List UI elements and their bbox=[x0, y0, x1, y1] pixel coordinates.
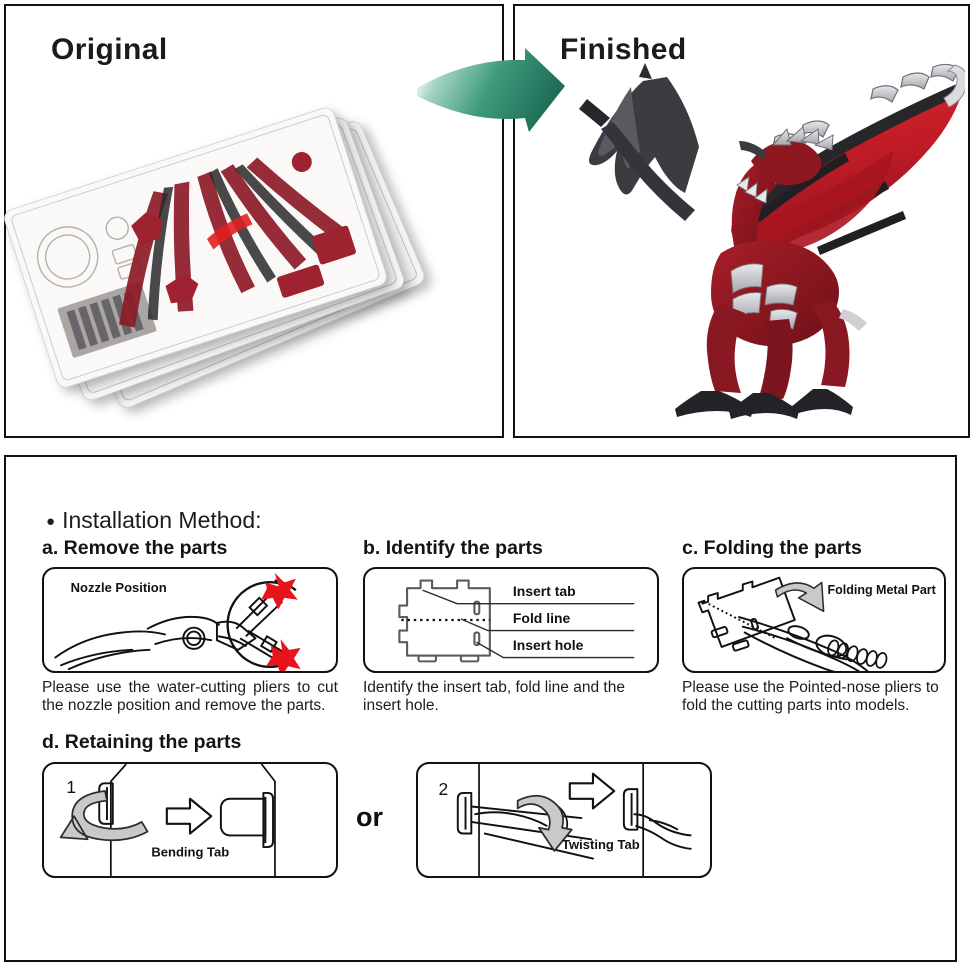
step-c-heading: c. Folding the parts bbox=[682, 537, 862, 559]
option-1-number: 1 bbox=[66, 777, 76, 797]
option-2-number: 2 bbox=[438, 779, 448, 799]
fold-line-label: Fold line bbox=[513, 610, 571, 626]
folding-metal-part-label: Folding Metal Part bbox=[827, 583, 936, 597]
step-d-heading: d. Retaining the parts bbox=[42, 731, 242, 753]
installation-instructions-panel: ● Installation Method: a. Remove the part… bbox=[4, 455, 957, 962]
installation-method-heading: ● Installation Method: bbox=[46, 507, 262, 534]
step-a-figure: Nozzle Position bbox=[42, 567, 338, 673]
insert-hole-label: Insert hole bbox=[513, 637, 584, 653]
dragon-model-image bbox=[579, 63, 965, 419]
step-d-option-2-figure: 2 Twisting Tab bbox=[416, 762, 712, 878]
twisting-tab-label: Twisting Tab bbox=[562, 837, 640, 852]
step-b-caption: Identify the insert tab, fold line and t… bbox=[363, 679, 625, 714]
bullet-icon: ● bbox=[46, 513, 56, 531]
insert-tab-label: Insert tab bbox=[513, 583, 576, 599]
bending-tab-label: Bending Tab bbox=[151, 845, 229, 860]
or-separator-label: or bbox=[356, 802, 383, 832]
original-panel-title: Original bbox=[51, 33, 168, 66]
installation-method-label: Installation Method: bbox=[62, 507, 262, 533]
step-a-heading: a. Remove the parts bbox=[42, 537, 228, 559]
finished-panel: Finished bbox=[513, 4, 970, 438]
step-c-caption: Please use the Pointed-nose pliers to fo… bbox=[682, 679, 939, 714]
original-panel: Original bbox=[1, 4, 504, 438]
nozzle-position-label: Nozzle Position bbox=[71, 580, 167, 595]
step-d-option-1-figure: 1 Bending Tab bbox=[42, 762, 338, 878]
step-c-figure: Folding Metal Part bbox=[682, 567, 946, 673]
step-b-heading: b. Identify the parts bbox=[363, 537, 543, 559]
metal-sheets-illustration bbox=[1, 104, 494, 431]
comparison-row: Original bbox=[0, 0, 974, 443]
finished-panel-title: Finished bbox=[560, 33, 687, 66]
step-b-figure: Insert tab Fold line Insert hole bbox=[363, 567, 659, 673]
step-a-caption: Please use the water-cutting pliers to c… bbox=[42, 679, 338, 714]
metal-sheet-front bbox=[1, 104, 390, 391]
